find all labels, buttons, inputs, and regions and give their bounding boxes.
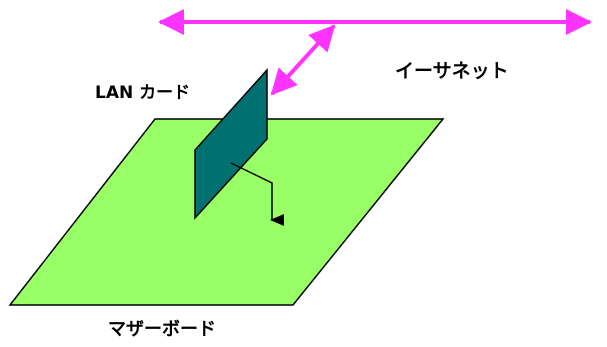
- data-path-arrow: [230, 162, 284, 226]
- lan-card: [194, 68, 268, 220]
- motherboard-board: [8, 118, 445, 306]
- motherboard-label: マザーボード: [108, 319, 216, 340]
- lan-card-label: LAN カード: [95, 83, 190, 103]
- ethernet-connection-arrow: [270, 24, 336, 96]
- ethernet-label: イーサネット: [395, 60, 509, 82]
